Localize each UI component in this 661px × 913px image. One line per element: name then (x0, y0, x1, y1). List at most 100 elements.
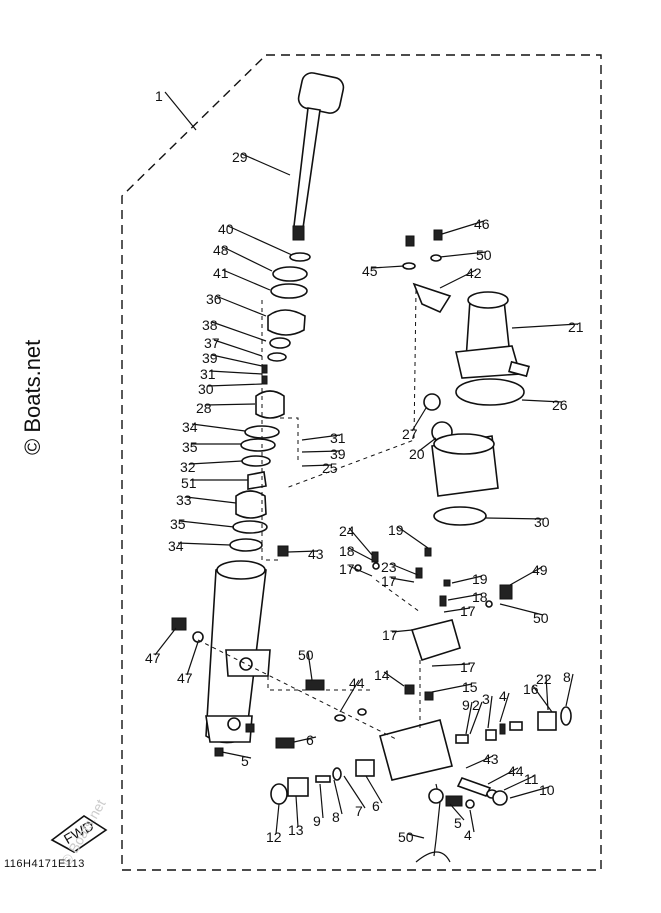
callout-leader (465, 701, 473, 735)
callout-leader (503, 775, 535, 791)
callout-leader (301, 464, 333, 467)
callout-leader (179, 520, 235, 528)
part-callout: 13 (288, 822, 304, 838)
callout-leader (348, 527, 373, 556)
callout-leader (215, 295, 267, 317)
leader-1 (164, 91, 197, 131)
callout-leader (301, 450, 341, 453)
part-callout: 36 (206, 291, 222, 307)
part-callout: 17 (339, 561, 355, 577)
part-callout: 1 (155, 88, 163, 104)
callout-leader (348, 547, 373, 561)
part-callout: 32 (180, 459, 196, 475)
callout-leader (177, 542, 231, 546)
callout-leader (339, 679, 360, 713)
part-callout: 17 (460, 659, 476, 675)
callout-leader (211, 354, 263, 367)
part-callout: 42 (466, 265, 482, 281)
callout-leader (439, 251, 487, 258)
callout-leader (207, 383, 263, 387)
callout-leader (185, 496, 237, 504)
part-callout: 23 (381, 559, 397, 575)
part-callout: 26 (552, 397, 568, 413)
callout-labels: 1294048413638373931302834353251333534474… (145, 88, 584, 845)
callout-leader (397, 526, 429, 549)
part-callout: 12 (266, 829, 282, 845)
callout-leader (485, 517, 545, 520)
part-callout: 15 (462, 679, 478, 695)
callout-leader (211, 321, 267, 342)
part-callout: 25 (322, 460, 338, 476)
part-callout: 37 (204, 335, 220, 351)
callout-leader (521, 399, 563, 403)
part-callout: 18 (472, 589, 488, 605)
callout-leader (333, 779, 343, 815)
callout-leader (532, 685, 553, 713)
seal-and-piston-stack (229, 252, 311, 552)
callout-leader (186, 641, 199, 676)
callout-leader (499, 603, 544, 616)
part-callout: 4 (499, 688, 507, 704)
part-callout: 27 (402, 426, 418, 442)
callout-leader (227, 225, 293, 256)
part-callout: 8 (332, 809, 340, 825)
callout-leader (407, 833, 425, 839)
part-callout: 50 (398, 829, 414, 845)
part-callout: 22 (536, 671, 552, 687)
part-callout: 47 (177, 670, 193, 686)
part-callout: 50 (533, 610, 549, 626)
callout-leader (565, 673, 574, 707)
part-callout: 45 (362, 263, 378, 279)
callout-leader (221, 751, 252, 759)
part-callout: 5 (241, 753, 249, 769)
callout-leader (222, 269, 271, 291)
callout-leader (307, 651, 313, 681)
part-callout: 50 (298, 647, 314, 663)
part-callout: 9 (313, 813, 321, 829)
callout-leader (469, 809, 475, 833)
callout-leader (275, 803, 280, 835)
part-callout: 35 (170, 516, 186, 532)
oil-reservoir (423, 393, 499, 526)
callout-leader (241, 153, 291, 176)
part-callout: 43 (308, 546, 324, 562)
part-callout: 29 (232, 149, 248, 165)
routing-line-5 (267, 676, 370, 691)
callout-leader (191, 423, 246, 432)
part-callout: 16 (523, 681, 539, 697)
part-callout: 35 (182, 439, 198, 455)
part-callout: 20 (409, 446, 425, 462)
manual-release-valve-parts (455, 706, 572, 806)
part-callout: 5 (454, 815, 462, 831)
part-callout: 2 (472, 697, 480, 713)
part-callout: 17 (381, 573, 397, 589)
routing-line-1 (261, 300, 280, 561)
callout-leader (499, 692, 510, 723)
callout-leader (509, 786, 550, 799)
callout-leader (487, 767, 519, 785)
part-callout: 47 (145, 650, 161, 666)
callout-leader (348, 565, 373, 577)
part-callout: 39 (330, 446, 346, 462)
part-callout: 17 (382, 627, 398, 643)
callout-leader (469, 701, 483, 735)
callout-leader (390, 563, 419, 576)
callout-leader (301, 434, 341, 441)
callout-leader (390, 577, 415, 583)
part-callout: 30 (198, 381, 214, 397)
callout-leader (154, 627, 177, 656)
part-callout: 38 (202, 317, 218, 333)
part-callout: 4 (464, 827, 472, 843)
part-callout: 24 (339, 523, 355, 539)
callout-leader (213, 339, 263, 357)
tilt-rod (292, 72, 345, 241)
bottom-valve-parts (270, 759, 475, 863)
part-callout: 6 (372, 798, 380, 814)
callout-leader (509, 566, 543, 586)
part-callout: 49 (532, 562, 548, 578)
part-callout: 34 (182, 419, 198, 435)
part-callout: 43 (483, 751, 499, 767)
callout-leader (383, 671, 405, 687)
callout-leader (431, 663, 471, 667)
